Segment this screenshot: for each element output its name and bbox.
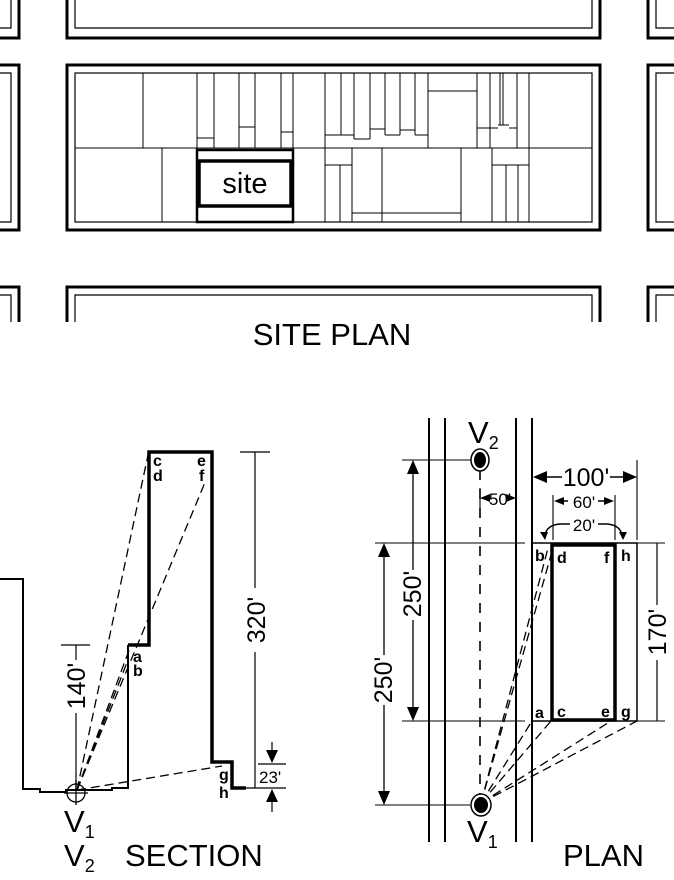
section-point-f: f bbox=[199, 468, 205, 485]
viewpoint-v1-marker bbox=[470, 793, 492, 817]
section-drawing bbox=[0, 450, 286, 812]
plan-point-f: f bbox=[604, 550, 610, 567]
dim-50-label: 50' bbox=[489, 490, 511, 509]
section-point-c: c bbox=[153, 453, 162, 470]
plan-point-h: h bbox=[621, 548, 631, 565]
dim-140-label: 140' bbox=[63, 663, 91, 709]
site-parcel bbox=[195, 148, 295, 224]
plan-labels: V2 V1 b d f h a c e g 100' 60' 20' 50' 2… bbox=[370, 415, 672, 873]
plan-point-e: e bbox=[601, 704, 610, 721]
block-right-edges bbox=[646, 0, 674, 322]
block-left-edges bbox=[0, 0, 21, 322]
dim-23-arrowheads bbox=[266, 750, 278, 802]
plan-drawing bbox=[375, 418, 665, 842]
adjacent-building-outline bbox=[0, 578, 129, 793]
section-point-g: g bbox=[219, 767, 229, 784]
plan-point-a: a bbox=[535, 705, 544, 722]
plan-point-d: d bbox=[557, 550, 567, 567]
section-v2-label: V2 bbox=[64, 838, 95, 876]
section-point-d: d bbox=[153, 468, 163, 485]
plan-title: PLAN bbox=[563, 838, 644, 873]
section-point-b: b bbox=[133, 663, 143, 680]
site-plan bbox=[0, 0, 674, 322]
block-bottom bbox=[65, 285, 602, 322]
site-label: site bbox=[222, 168, 267, 200]
dim-250-v2-label: 250' bbox=[399, 571, 427, 617]
site-plan-title: SITE PLAN bbox=[253, 317, 412, 352]
viewpoint-v2-marker bbox=[470, 448, 490, 472]
dim-170-label: 170' bbox=[644, 609, 672, 655]
dim-250-v1-label: 250' bbox=[370, 657, 398, 703]
dim-320 bbox=[240, 451, 286, 789]
sight-lines bbox=[76, 454, 223, 791]
plan-sight-lines bbox=[480, 547, 638, 804]
dim-20-label: 20' bbox=[573, 516, 595, 535]
section-point-a: a bbox=[133, 649, 142, 666]
dim-23-label: 23' bbox=[259, 768, 281, 787]
plan-point-b: b bbox=[535, 548, 545, 565]
dim-140 bbox=[61, 644, 90, 790]
dim-100-label: 100' bbox=[563, 464, 609, 492]
dim-60-label: 60' bbox=[573, 493, 595, 512]
section-title: SECTION bbox=[125, 838, 263, 873]
plan-reference-lines bbox=[375, 459, 665, 806]
section-v1-label: V1 bbox=[64, 804, 95, 842]
plan-point-g: g bbox=[621, 704, 631, 721]
section-labels: c d e f a b g h 140' 320' 23' V1 V2 SECT… bbox=[63, 453, 281, 876]
block-top bbox=[65, 0, 602, 40]
building-section-outline bbox=[128, 450, 246, 790]
section-point-h: h bbox=[219, 785, 229, 802]
dim-320-label: 320' bbox=[243, 597, 271, 643]
section-point-e: e bbox=[197, 453, 206, 470]
plan-v2-label: V2 bbox=[468, 415, 499, 453]
plan-arrowheads bbox=[378, 460, 637, 805]
plan-point-c: c bbox=[557, 704, 566, 721]
plan-tower-outline bbox=[550, 543, 617, 722]
dim-250-lines bbox=[383, 462, 414, 803]
block-middle bbox=[65, 63, 602, 232]
plan-site-outline bbox=[531, 542, 638, 722]
plan-v1-label: V1 bbox=[467, 814, 498, 852]
